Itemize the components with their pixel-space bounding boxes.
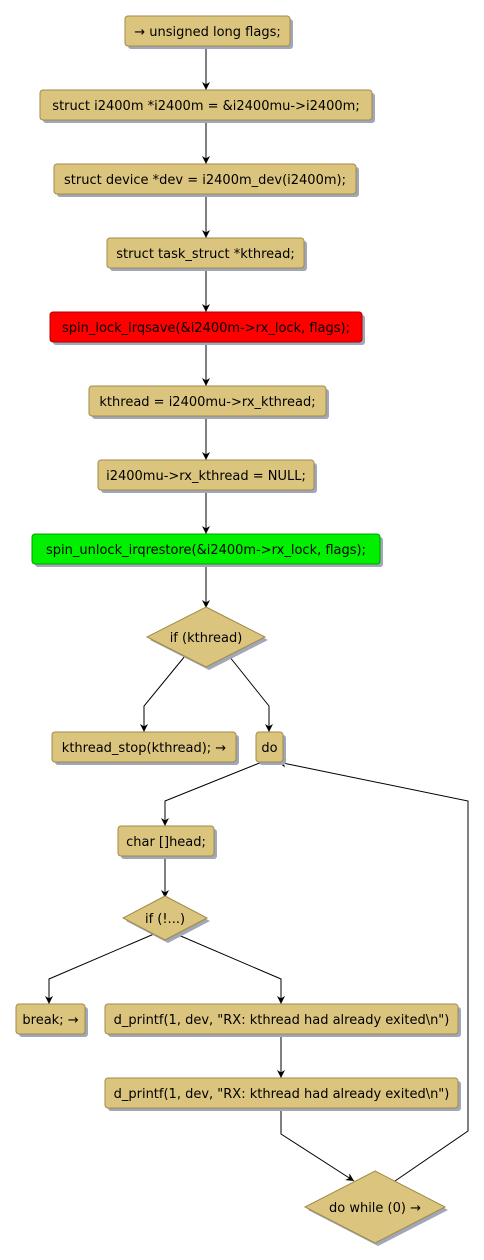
node-box (117, 825, 215, 857)
node-label: spin_unlock_irqrestore(&i2400m->rx_lock,… (46, 543, 366, 558)
node-dev: struct device *dev = i2400m_dev(i2400m); (53, 163, 359, 197)
node-label: do (261, 741, 277, 756)
node-label: struct device *dev = i2400m_dev(i2400m); (64, 173, 346, 188)
node-label: i2400mu->rx_kthread = NULL; (106, 469, 306, 484)
decision-if-not: if (!...) (121, 895, 210, 943)
node-break: break; → (15, 1003, 88, 1037)
node-label: d_printf(1, dev, "RX: kthread had alread… (114, 1087, 450, 1102)
node-label: kthread_stop(kthread); → (62, 741, 227, 756)
decision-shape (121, 895, 209, 941)
decision-if-kthread: if (kthread) (145, 606, 268, 670)
node-do: do (255, 731, 286, 765)
edge-if-to-stop (140, 655, 186, 732)
node-kthread-assign: kthread = i2400mu->rx_kthread; (88, 385, 329, 419)
node-box (31, 533, 381, 565)
node-printf2: d_printf(1, dev, "RX: kthread had alread… (104, 1077, 461, 1111)
node-box (88, 385, 327, 417)
decision-shape (145, 606, 267, 668)
node-box (255, 731, 284, 763)
node-kthread-decl: struct task_struct *kthread; (106, 237, 307, 271)
node-flags: → unsigned long flags; (124, 15, 293, 49)
node-label: spin_lock_irqsave(&i2400m->rx_lock, flag… (62, 321, 350, 336)
node-label: struct i2400m *i2400m = &i2400mu->i2400m… (52, 99, 359, 114)
node-printf1: d_printf(1, dev, "RX: kthread had alread… (104, 1003, 461, 1037)
decision-label: if (!...) (145, 912, 185, 927)
node-head: char []head; (117, 825, 217, 859)
edge-if-to-do (228, 655, 273, 732)
node-box (49, 311, 363, 343)
edge-printf2-to-while (280, 1108, 355, 1182)
node-box (106, 237, 305, 269)
node-label: kthread = i2400mu->rx_kthread; (99, 395, 315, 410)
edge-if-not-to-printf1 (175, 933, 285, 1004)
decision-while: do while (0) → (303, 1170, 448, 1246)
node-label: char []head; (126, 835, 206, 850)
node-box (51, 731, 237, 763)
node-label: break; → (22, 1013, 78, 1028)
node-box (104, 1077, 459, 1109)
node-unlock: spin_unlock_irqrestore(&i2400m->rx_lock,… (31, 533, 383, 567)
node-box (39, 89, 373, 121)
decision-label: do while (0) → (329, 1201, 421, 1216)
node-null: i2400mu->rx_kthread = NULL; (97, 459, 317, 493)
node-label: d_printf(1, dev, "RX: kthread had alread… (114, 1013, 450, 1028)
node-label: → unsigned long flags; (134, 25, 281, 40)
node-stop: kthread_stop(kthread); → (51, 731, 239, 765)
node-box (15, 1003, 86, 1035)
edge-while-loop-back-to-do (277, 759, 469, 1182)
node-box (124, 15, 291, 47)
node-box (53, 163, 357, 195)
node-label: struct task_struct *kthread; (116, 247, 295, 262)
node-i2400m: struct i2400m *i2400m = &i2400mu->i2400m… (39, 89, 375, 123)
decision-shape (303, 1170, 447, 1244)
decision-label: if (kthread) (170, 631, 243, 646)
edge-do-to-head (161, 761, 263, 826)
edge-if-not-to-break (45, 933, 155, 1004)
node-box (97, 459, 315, 491)
node-box (104, 1003, 459, 1035)
node-lock: spin_lock_irqsave(&i2400m->rx_lock, flag… (49, 311, 365, 345)
